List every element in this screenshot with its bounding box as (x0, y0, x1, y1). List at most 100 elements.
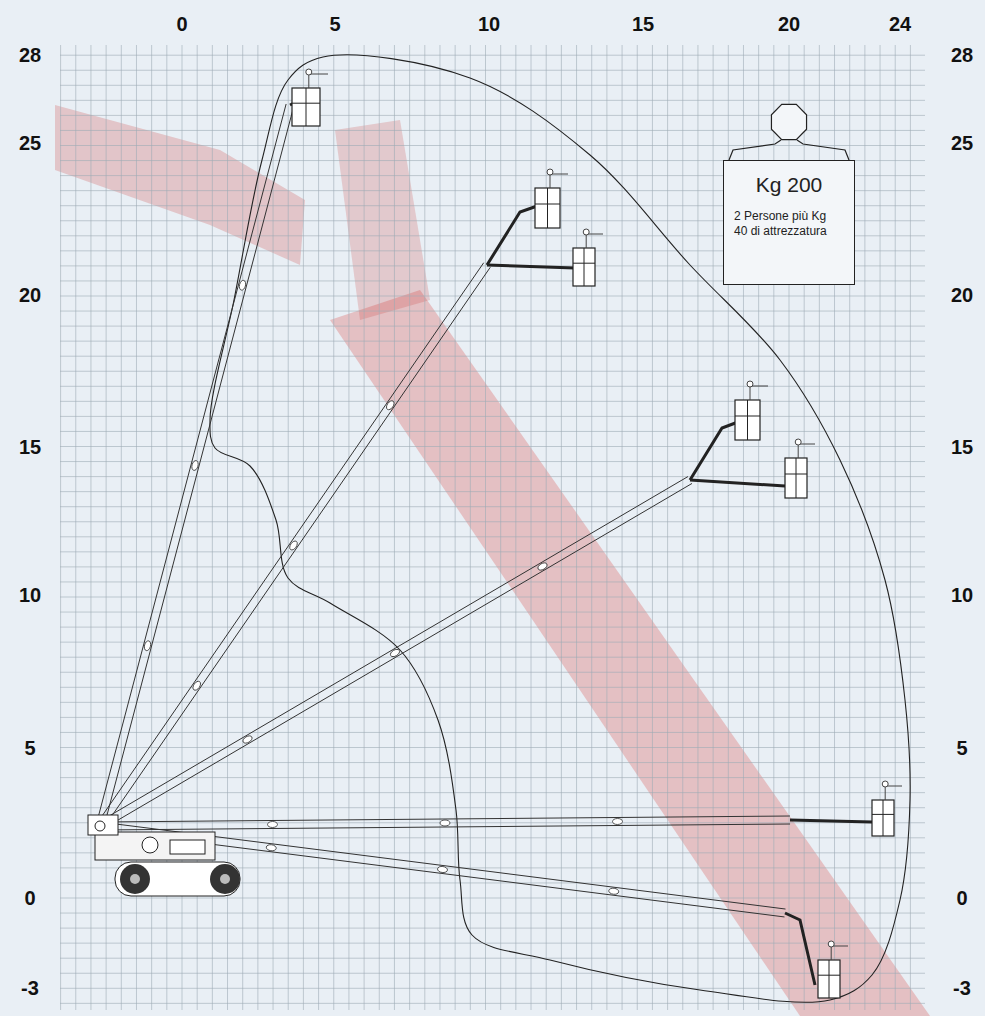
jib-arm (790, 820, 872, 822)
axis-value: 28 (951, 44, 973, 67)
faded-arm (55, 105, 305, 265)
grid-line (880, 45, 881, 1010)
grid (60, 45, 925, 1010)
boom-line (104, 106, 294, 827)
jib-arm (690, 422, 738, 480)
boom-section-mark (288, 540, 299, 552)
boom-section-mark (242, 734, 254, 744)
platform-basket (535, 169, 568, 228)
boom-line (99, 830, 784, 917)
grid-line (424, 45, 425, 1010)
grid-line (60, 792, 925, 793)
grid-line (485, 45, 486, 1010)
grid-line (288, 45, 289, 1010)
jib-arm (785, 913, 815, 985)
grid-line (864, 45, 865, 1010)
grid-line (60, 566, 925, 567)
axis-value: 10 (951, 584, 973, 607)
boom-section-mark (238, 280, 246, 291)
grid-line (60, 762, 925, 763)
boom-section-mark (143, 640, 151, 651)
axis-value: 25 (951, 132, 973, 155)
base-vehicle (88, 815, 240, 896)
boom-section-mark (191, 680, 202, 692)
boom-group (96, 69, 902, 998)
grid-line (60, 386, 925, 387)
weight-shoulders (729, 140, 849, 160)
grid-line (60, 371, 925, 372)
grid-line (60, 85, 925, 86)
grid-line (60, 627, 925, 628)
weight-head (771, 104, 806, 139)
grid-line (60, 672, 925, 673)
grid-line (60, 401, 925, 402)
axis-value: -3 (21, 977, 39, 1000)
grid-line (60, 612, 925, 613)
grid-line (60, 100, 925, 101)
grid-line (60, 642, 925, 643)
grid-line (60, 747, 925, 748)
boom-section-mark (267, 821, 277, 827)
grid-line (515, 45, 516, 1010)
grid-line (60, 45, 61, 1010)
grid-line (60, 356, 925, 357)
grid-line (257, 45, 258, 1010)
axis-value: 5 (329, 13, 340, 36)
axis-value: 0 (956, 887, 967, 910)
axis-value: 5 (24, 737, 35, 760)
grid-line (60, 431, 925, 432)
grid-line (713, 45, 714, 1010)
grid-line (60, 657, 925, 658)
boom-section-mark (191, 460, 199, 471)
grid-line (60, 988, 925, 989)
grid-line (576, 45, 577, 1010)
grid-line (60, 717, 925, 718)
platform-basket (872, 781, 902, 836)
axis-value: 10 (19, 584, 41, 607)
grid-line (60, 416, 925, 417)
grid-line (652, 45, 653, 1010)
jib-arm (690, 480, 785, 486)
boom-section-mark (537, 561, 549, 571)
boom-line (103, 267, 490, 828)
grid-line (60, 551, 925, 552)
grid-line (60, 70, 925, 71)
axis-value: 0 (24, 887, 35, 910)
boom-line (102, 483, 692, 829)
boom-line (96, 104, 286, 825)
boom-section-mark (385, 399, 396, 411)
grid-line (242, 45, 243, 1010)
grid-line (348, 45, 349, 1010)
grid-line (60, 296, 925, 297)
grid-line (394, 45, 395, 1010)
grid-line (591, 45, 592, 1010)
grid-line (60, 913, 925, 914)
grid-line (60, 145, 925, 146)
boom-section-mark (612, 818, 622, 824)
axis-value: 24 (889, 13, 911, 36)
jib-arm (487, 205, 540, 265)
grid-line (561, 45, 562, 1010)
grid-line (60, 326, 925, 327)
working-envelope (210, 55, 910, 1002)
grid-line (60, 597, 925, 598)
grid-line (60, 973, 925, 974)
grid-line (60, 521, 925, 522)
grid-line (622, 45, 623, 1010)
grid-line (60, 943, 925, 944)
grid-line (60, 928, 925, 929)
grid-line (470, 45, 471, 1010)
grid-line (667, 45, 668, 1010)
grid-line (60, 536, 925, 537)
boom-section-mark (389, 648, 401, 658)
platform-basket (785, 439, 815, 498)
axis-value: 20 (778, 13, 800, 36)
platform-basket (573, 229, 603, 286)
grid-line (318, 45, 319, 1010)
grid-line (75, 45, 76, 1010)
grid-line (364, 45, 365, 1010)
boom-section-mark (266, 844, 277, 851)
load-capacity-box: Kg 2002 Persone più Kg 40 di attrezzatur… (723, 160, 855, 285)
grid-line (60, 506, 925, 507)
